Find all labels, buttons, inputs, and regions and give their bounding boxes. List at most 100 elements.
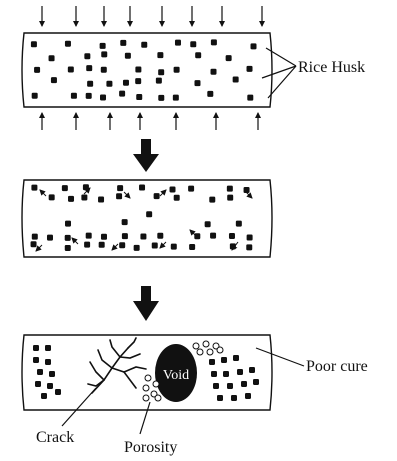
- rice-husk-particle: [86, 93, 92, 99]
- rice-husk-particle: [157, 233, 163, 239]
- rice-husk-particle: [156, 78, 162, 84]
- rice-husk-particle: [229, 233, 235, 239]
- rice-husk-particle: [174, 67, 180, 73]
- pore: [143, 385, 149, 391]
- pore: [207, 349, 213, 355]
- rice-husk-particle: [170, 186, 176, 192]
- rice-husk-particle: [122, 233, 128, 239]
- rice-husk-particle: [86, 65, 92, 71]
- rice-husk-particle: [34, 67, 40, 73]
- rice-husk-particle: [122, 219, 128, 225]
- rice-husk-particle: [101, 234, 107, 240]
- rice-husk-particle: [55, 389, 61, 395]
- rice-husk-particle: [157, 52, 163, 58]
- rice-husk-particle: [47, 383, 53, 389]
- rice-husk-particle: [141, 42, 147, 48]
- pore: [217, 347, 223, 353]
- rice-husk-particle: [135, 67, 141, 73]
- rice-husk-particle: [217, 395, 223, 401]
- rice-husk-particle: [86, 233, 92, 239]
- rice-husk-particle: [65, 41, 71, 47]
- rice-husk-particle: [84, 53, 90, 59]
- rice-husk-particle: [205, 221, 211, 227]
- rice-husk-particle: [233, 355, 239, 361]
- pore: [145, 375, 151, 381]
- poor-cure-label: Poor cure: [306, 358, 368, 375]
- rice-husk-particle: [68, 196, 74, 202]
- rice-husk-particle: [45, 345, 51, 351]
- rice-husk-particle: [227, 383, 233, 389]
- rice-husk-particle: [81, 194, 87, 200]
- pore: [193, 343, 199, 349]
- rice-husk-particle: [32, 93, 38, 99]
- rice-husk-particle: [106, 81, 112, 87]
- rice-husk-particle: [154, 193, 160, 199]
- rice-husk-particle: [136, 94, 142, 100]
- rice-husk-particle: [31, 185, 37, 191]
- rice-husk-particle: [119, 91, 125, 97]
- pore: [203, 341, 209, 347]
- rice-husk-particle: [247, 95, 253, 101]
- void-label: Void: [163, 368, 189, 383]
- porosity-label: Porosity: [124, 439, 177, 456]
- rice-husk-particle: [87, 81, 93, 87]
- bottom-arrows: [42, 113, 258, 130]
- rice-husk-particle: [33, 345, 39, 351]
- rice-husk-particle: [213, 383, 219, 389]
- rice-husk-particle: [139, 185, 145, 191]
- rice-husk-particle: [211, 371, 217, 377]
- rice-husk-particle: [171, 244, 177, 250]
- rice-husk-particle: [117, 185, 123, 191]
- rice-husk-particle: [251, 43, 257, 49]
- rice-husk-particle: [101, 51, 107, 57]
- rice-husk-particle: [195, 52, 201, 58]
- rice-husk-particle: [47, 235, 53, 241]
- rice-husk-particle: [62, 185, 68, 191]
- crack-label: Crack: [36, 429, 74, 446]
- rice-husk-particle: [68, 67, 74, 73]
- rice-husk-particle: [99, 242, 105, 248]
- rice-husk-particle: [188, 186, 194, 192]
- rice-husk-particle: [227, 186, 233, 192]
- rice-husk-particle: [31, 241, 37, 247]
- rice-husk-particle: [231, 395, 237, 401]
- rice-husk-particle: [175, 40, 181, 46]
- rice-husk-particle: [210, 233, 216, 239]
- rice-husk-particle: [51, 77, 57, 83]
- rice-husk-particle: [33, 357, 39, 363]
- rice-husk-label: Rice Husk: [298, 59, 365, 76]
- rice-husk-particle: [101, 67, 107, 73]
- process-arrow-2: [133, 286, 159, 321]
- rice-husk-particle: [207, 91, 213, 97]
- rice-husk-particle: [253, 379, 259, 385]
- rice-husk-particle: [249, 367, 255, 373]
- rice-husk-particle: [120, 40, 126, 46]
- rice-husk-particle: [45, 359, 51, 365]
- rice-husk-particle: [221, 357, 227, 363]
- rice-husk-particle: [100, 94, 106, 100]
- rice-husk-particle: [125, 53, 131, 59]
- rice-husk-particle: [152, 243, 158, 249]
- rice-husk-particle: [49, 371, 55, 377]
- rice-husk-particle: [227, 195, 233, 201]
- rice-husk-particle: [209, 359, 215, 365]
- rice-husk-particle: [98, 197, 104, 203]
- rice-husk-particle: [49, 55, 55, 61]
- rice-husk-particle: [211, 39, 217, 45]
- rice-husk-particle: [41, 393, 47, 399]
- rice-husk-particle: [134, 245, 140, 251]
- rice-husk-particle: [211, 69, 217, 75]
- rice-husk-particle: [65, 245, 71, 251]
- rice-husk-particle: [194, 233, 200, 239]
- rice-husk-particle: [174, 195, 180, 201]
- rice-husk-particle: [65, 221, 71, 227]
- process-arrow-1: [133, 139, 159, 172]
- rice-husk-particle: [233, 77, 239, 83]
- rice-husk-particle: [31, 41, 37, 47]
- rice-husk-particle: [158, 69, 164, 75]
- rice-husk-particle: [173, 95, 179, 101]
- rice-husk-particle: [123, 80, 129, 86]
- rice-husk-particle: [189, 244, 195, 250]
- rice-husk-particle: [226, 55, 232, 61]
